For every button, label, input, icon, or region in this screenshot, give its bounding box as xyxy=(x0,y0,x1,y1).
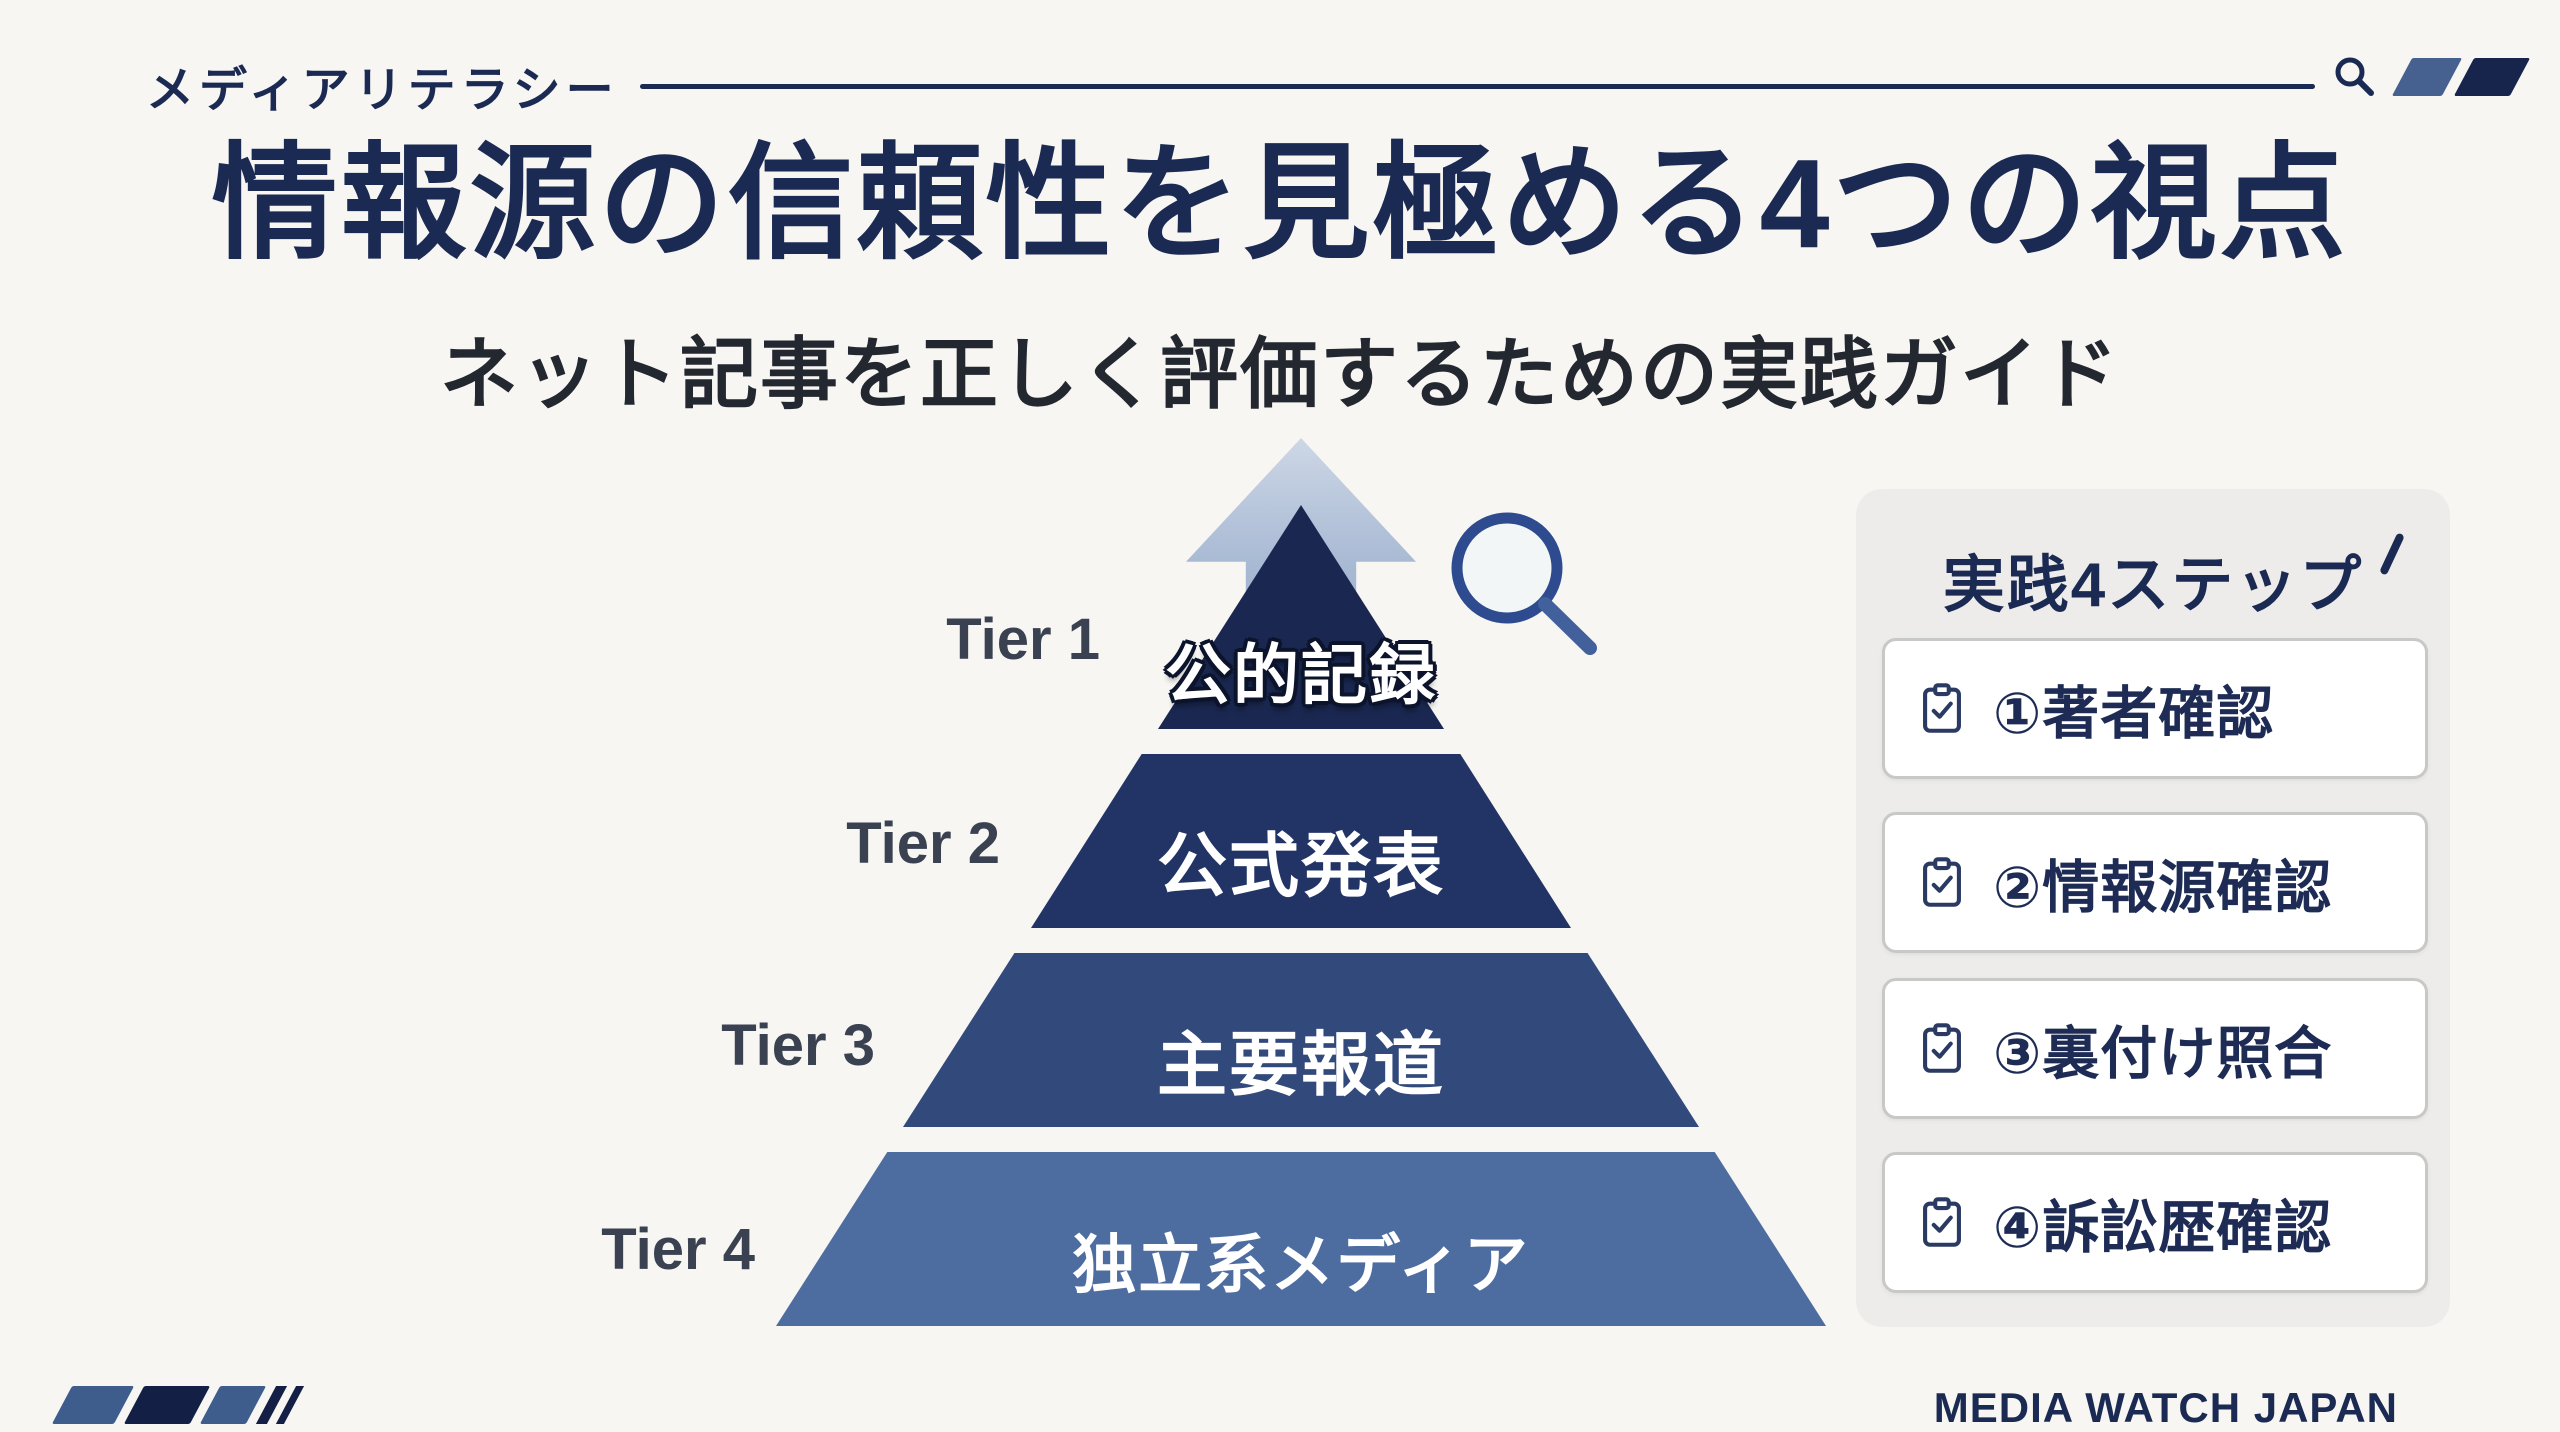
step-item-1: ①著者確認 xyxy=(1882,638,2428,779)
clipboard-check-icon xyxy=(1923,1022,1961,1073)
tier-3-text: 主要報道 xyxy=(1157,1026,1445,1104)
pyramid-magnifier-icon xyxy=(1451,512,1597,655)
tier-3-label: Tier 3 xyxy=(721,1013,875,1078)
pyramid-tier-3-shape xyxy=(903,953,1699,1127)
step-item-label: ④訴訟歴確認 xyxy=(1993,1195,2333,1260)
category-label: メディアリテラシー xyxy=(146,64,619,117)
tier-2-text: 公式発表 xyxy=(1157,827,1445,905)
clipboard-check-icon xyxy=(1923,682,1961,733)
footer-deco-parallelogram-dark xyxy=(123,1386,211,1424)
steps-panel-title: 実践4ステップ xyxy=(1942,551,2364,620)
page-title: 情報源の信頼性を見極める4つの視点 xyxy=(211,133,2349,274)
brand-text: MEDIA WATCH JAPAN xyxy=(1933,1384,2398,1431)
tier-1-text: 公的記録 xyxy=(1165,638,1437,712)
step-item-label: ①著者確認 xyxy=(1993,681,2275,746)
tier-4-label: Tier 4 xyxy=(601,1217,755,1282)
step-item-4: ④訴訟歴確認 xyxy=(1882,1152,2428,1293)
step-item-label: ②情報源確認 xyxy=(1993,855,2333,920)
tier-2-label: Tier 2 xyxy=(846,811,1000,876)
page-subtitle: ネット記事を正しく評価するための実践ガイド xyxy=(439,330,2120,418)
pyramid-tier-4-shape xyxy=(776,1152,1826,1326)
footer-deco-parallelogram-small xyxy=(199,1386,267,1424)
header-deco-parallelogram-dark xyxy=(2453,58,2531,96)
footer-deco-parallelogram-light xyxy=(51,1386,135,1424)
header-divider xyxy=(640,84,2315,89)
step-item-3: ③裏付け照合 xyxy=(1882,978,2428,1119)
tier-1-label: Tier 1 xyxy=(946,607,1100,672)
step-item-2: ②情報源確認 xyxy=(1882,812,2428,953)
clipboard-check-icon xyxy=(1923,1196,1961,1247)
tier-4-text: 独立系メディア xyxy=(1072,1229,1530,1301)
header-deco-parallelogram-light xyxy=(2391,58,2463,96)
clipboard-check-icon xyxy=(1923,856,1961,907)
step-item-label: ③裏付け照合 xyxy=(1993,1021,2333,1086)
header-magnifier-icon xyxy=(2335,57,2374,96)
